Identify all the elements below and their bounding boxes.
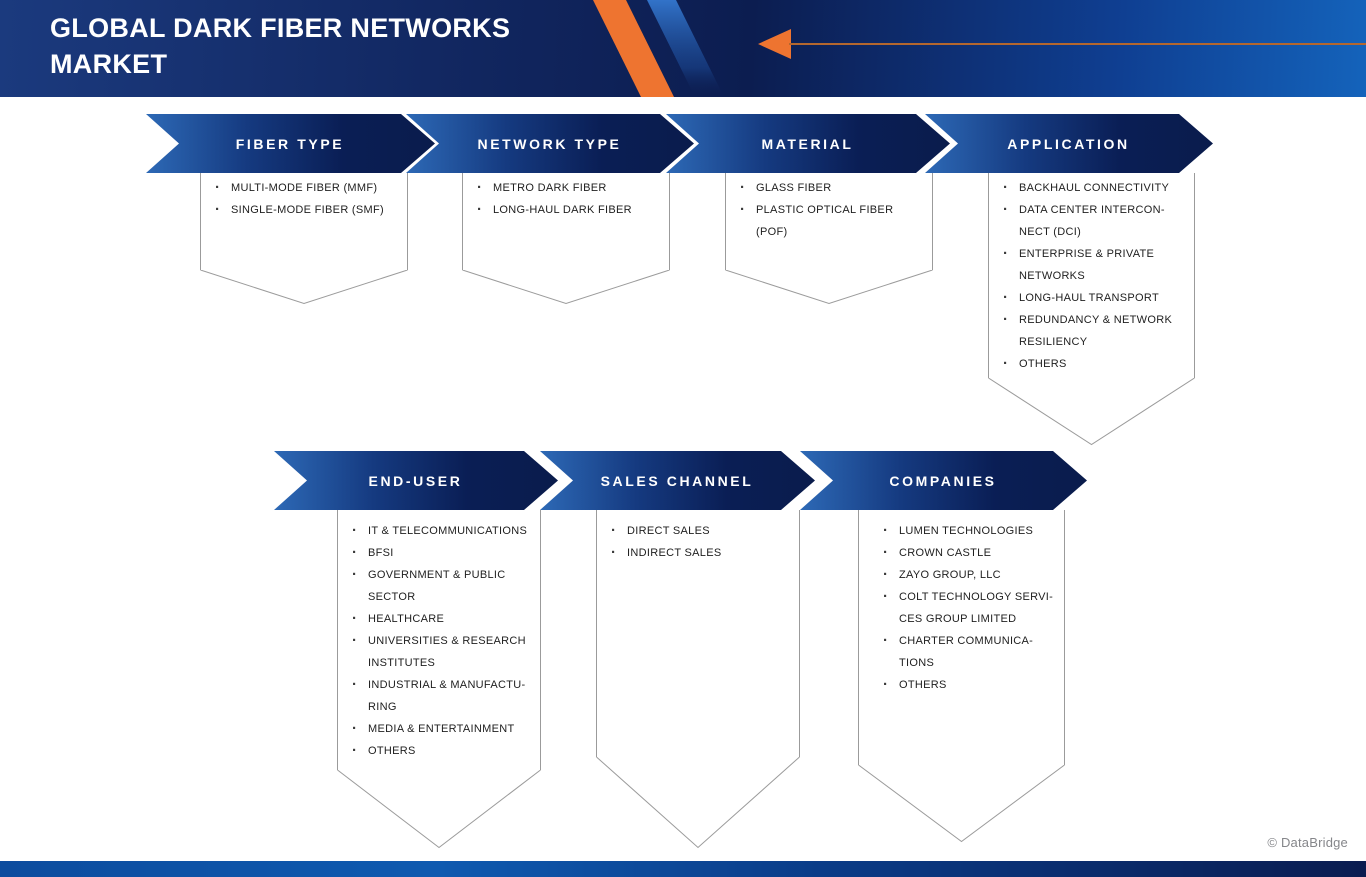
list-item: GOVERNMENT & PUBLIC SECTOR: [352, 564, 534, 608]
list-item: OTHERS: [352, 740, 534, 762]
sales-channel-list: DIRECT SALESINDIRECT SALES: [597, 510, 799, 564]
category-header-end-user: END-USER: [274, 451, 558, 510]
list-item: ZAYO GROUP, LLC: [883, 564, 1058, 586]
pennant-sales-channel: DIRECT SALESINDIRECT SALES: [596, 510, 800, 757]
material-list: GLASS FIBERPLASTIC OPTICAL FIBER (POF): [726, 173, 932, 243]
list-item: DIRECT SALES: [611, 520, 793, 542]
category-label: MATERIAL: [761, 135, 854, 152]
pennant-point-end-user: [337, 770, 541, 849]
category-label: SALES CHANNEL: [600, 472, 754, 489]
list-item: OTHERS: [883, 674, 1058, 696]
list-item: INDIRECT SALES: [611, 542, 793, 564]
pennant-point-application: [988, 378, 1195, 446]
list-item: MULTI-MODE FIBER (MMF): [215, 177, 401, 199]
header-banner: GLOBAL DARK FIBER NETWORKS MARKET: [0, 0, 1366, 97]
companies-list: LUMEN TECHNOLOGIESCROWN CASTLEZAYO GROUP…: [859, 510, 1064, 696]
list-item: LUMEN TECHNOLOGIES: [883, 520, 1058, 542]
pennant-companies: LUMEN TECHNOLOGIESCROWN CASTLEZAYO GROUP…: [858, 510, 1065, 765]
pennant-fiber-type: MULTI-MODE FIBER (MMF)SINGLE-MODE FIBER …: [200, 173, 408, 270]
category-label: NETWORK TYPE: [477, 135, 622, 152]
list-item: SINGLE-MODE FIBER (SMF): [215, 199, 401, 221]
network-type-list: METRO DARK FIBERLONG-HAUL DARK FIBER: [463, 173, 669, 221]
list-item: CHARTER COMMUNICA-TIONS: [883, 630, 1058, 674]
list-item: GLASS FIBER: [740, 177, 926, 199]
diagonal-stripes-decoration: [593, 0, 724, 97]
category-header-material: MATERIAL: [666, 114, 950, 173]
list-item: ENTERPRISE & PRIVATE NETWORKS: [1003, 243, 1188, 287]
list-item: BFSI: [352, 542, 534, 564]
pennant-material: GLASS FIBERPLASTIC OPTICAL FIBER (POF): [725, 173, 933, 270]
fiber-type-list: MULTI-MODE FIBER (MMF)SINGLE-MODE FIBER …: [201, 173, 407, 221]
list-item: PLASTIC OPTICAL FIBER (POF): [740, 199, 926, 243]
list-item: LONG-HAUL DARK FIBER: [477, 199, 663, 221]
pennant-point-fiber-type: [200, 270, 408, 305]
list-item: INDUSTRIAL & MANUFACTU-RING: [352, 674, 534, 718]
list-item: COLT TECHNOLOGY SERVI-CES GROUP LIMITED: [883, 586, 1058, 630]
list-item: OTHERS: [1003, 353, 1188, 375]
pennant-point-network-type: [462, 270, 670, 305]
pennant-point-companies: [858, 765, 1065, 843]
list-item: LONG-HAUL TRANSPORT: [1003, 287, 1188, 309]
list-item: MEDIA & ENTERTAINMENT: [352, 718, 534, 740]
list-item: BACKHAUL CONNECTIVITY: [1003, 177, 1188, 199]
category-label: FIBER TYPE: [235, 135, 345, 152]
list-item: IT & TELECOMMUNICATIONS: [352, 520, 534, 542]
category-label: APPLICATION: [1007, 135, 1130, 152]
pennant-network-type: METRO DARK FIBERLONG-HAUL DARK FIBER: [462, 173, 670, 270]
application-list: BACKHAUL CONNECTIVITYDATA CENTER INTERCO…: [989, 173, 1194, 375]
list-item: UNIVERSITIES & RESEARCH INSTITUTES: [352, 630, 534, 674]
page-title: GLOBAL DARK FIBER NETWORKS MARKET: [50, 13, 511, 79]
list-item: METRO DARK FIBER: [477, 177, 663, 199]
category-header-fiber-type: FIBER TYPE: [146, 114, 435, 173]
category-header-sales-channel: SALES CHANNEL: [540, 451, 815, 510]
pennant-application: BACKHAUL CONNECTIVITYDATA CENTER INTERCO…: [988, 173, 1195, 378]
pennant-end-user: IT & TELECOMMUNICATIONSBFSIGOVERNMENT & …: [337, 510, 541, 770]
end-user-list: IT & TELECOMMUNICATIONSBFSIGOVERNMENT & …: [338, 510, 540, 762]
list-item: DATA CENTER INTERCON-NECT (DCI): [1003, 199, 1188, 243]
category-header-companies: COMPANIES: [800, 451, 1087, 510]
pennant-point-material: [725, 270, 933, 305]
arrow-line: [789, 43, 1366, 45]
list-item: HEALTHCARE: [352, 608, 534, 630]
category-header-network-type: NETWORK TYPE: [406, 114, 694, 173]
category-label: COMPANIES: [889, 472, 997, 489]
footer-bar: [0, 861, 1366, 877]
watermark: © DataBridge: [1267, 835, 1348, 850]
pennant-point-sales-channel: [596, 757, 800, 849]
list-item: CROWN CASTLE: [883, 542, 1058, 564]
category-label: END-USER: [368, 472, 463, 489]
list-item: REDUNDANCY & NETWORK RESILIENCY: [1003, 309, 1188, 353]
left-arrow-icon: [758, 29, 791, 59]
category-header-application: APPLICATION: [925, 114, 1213, 173]
